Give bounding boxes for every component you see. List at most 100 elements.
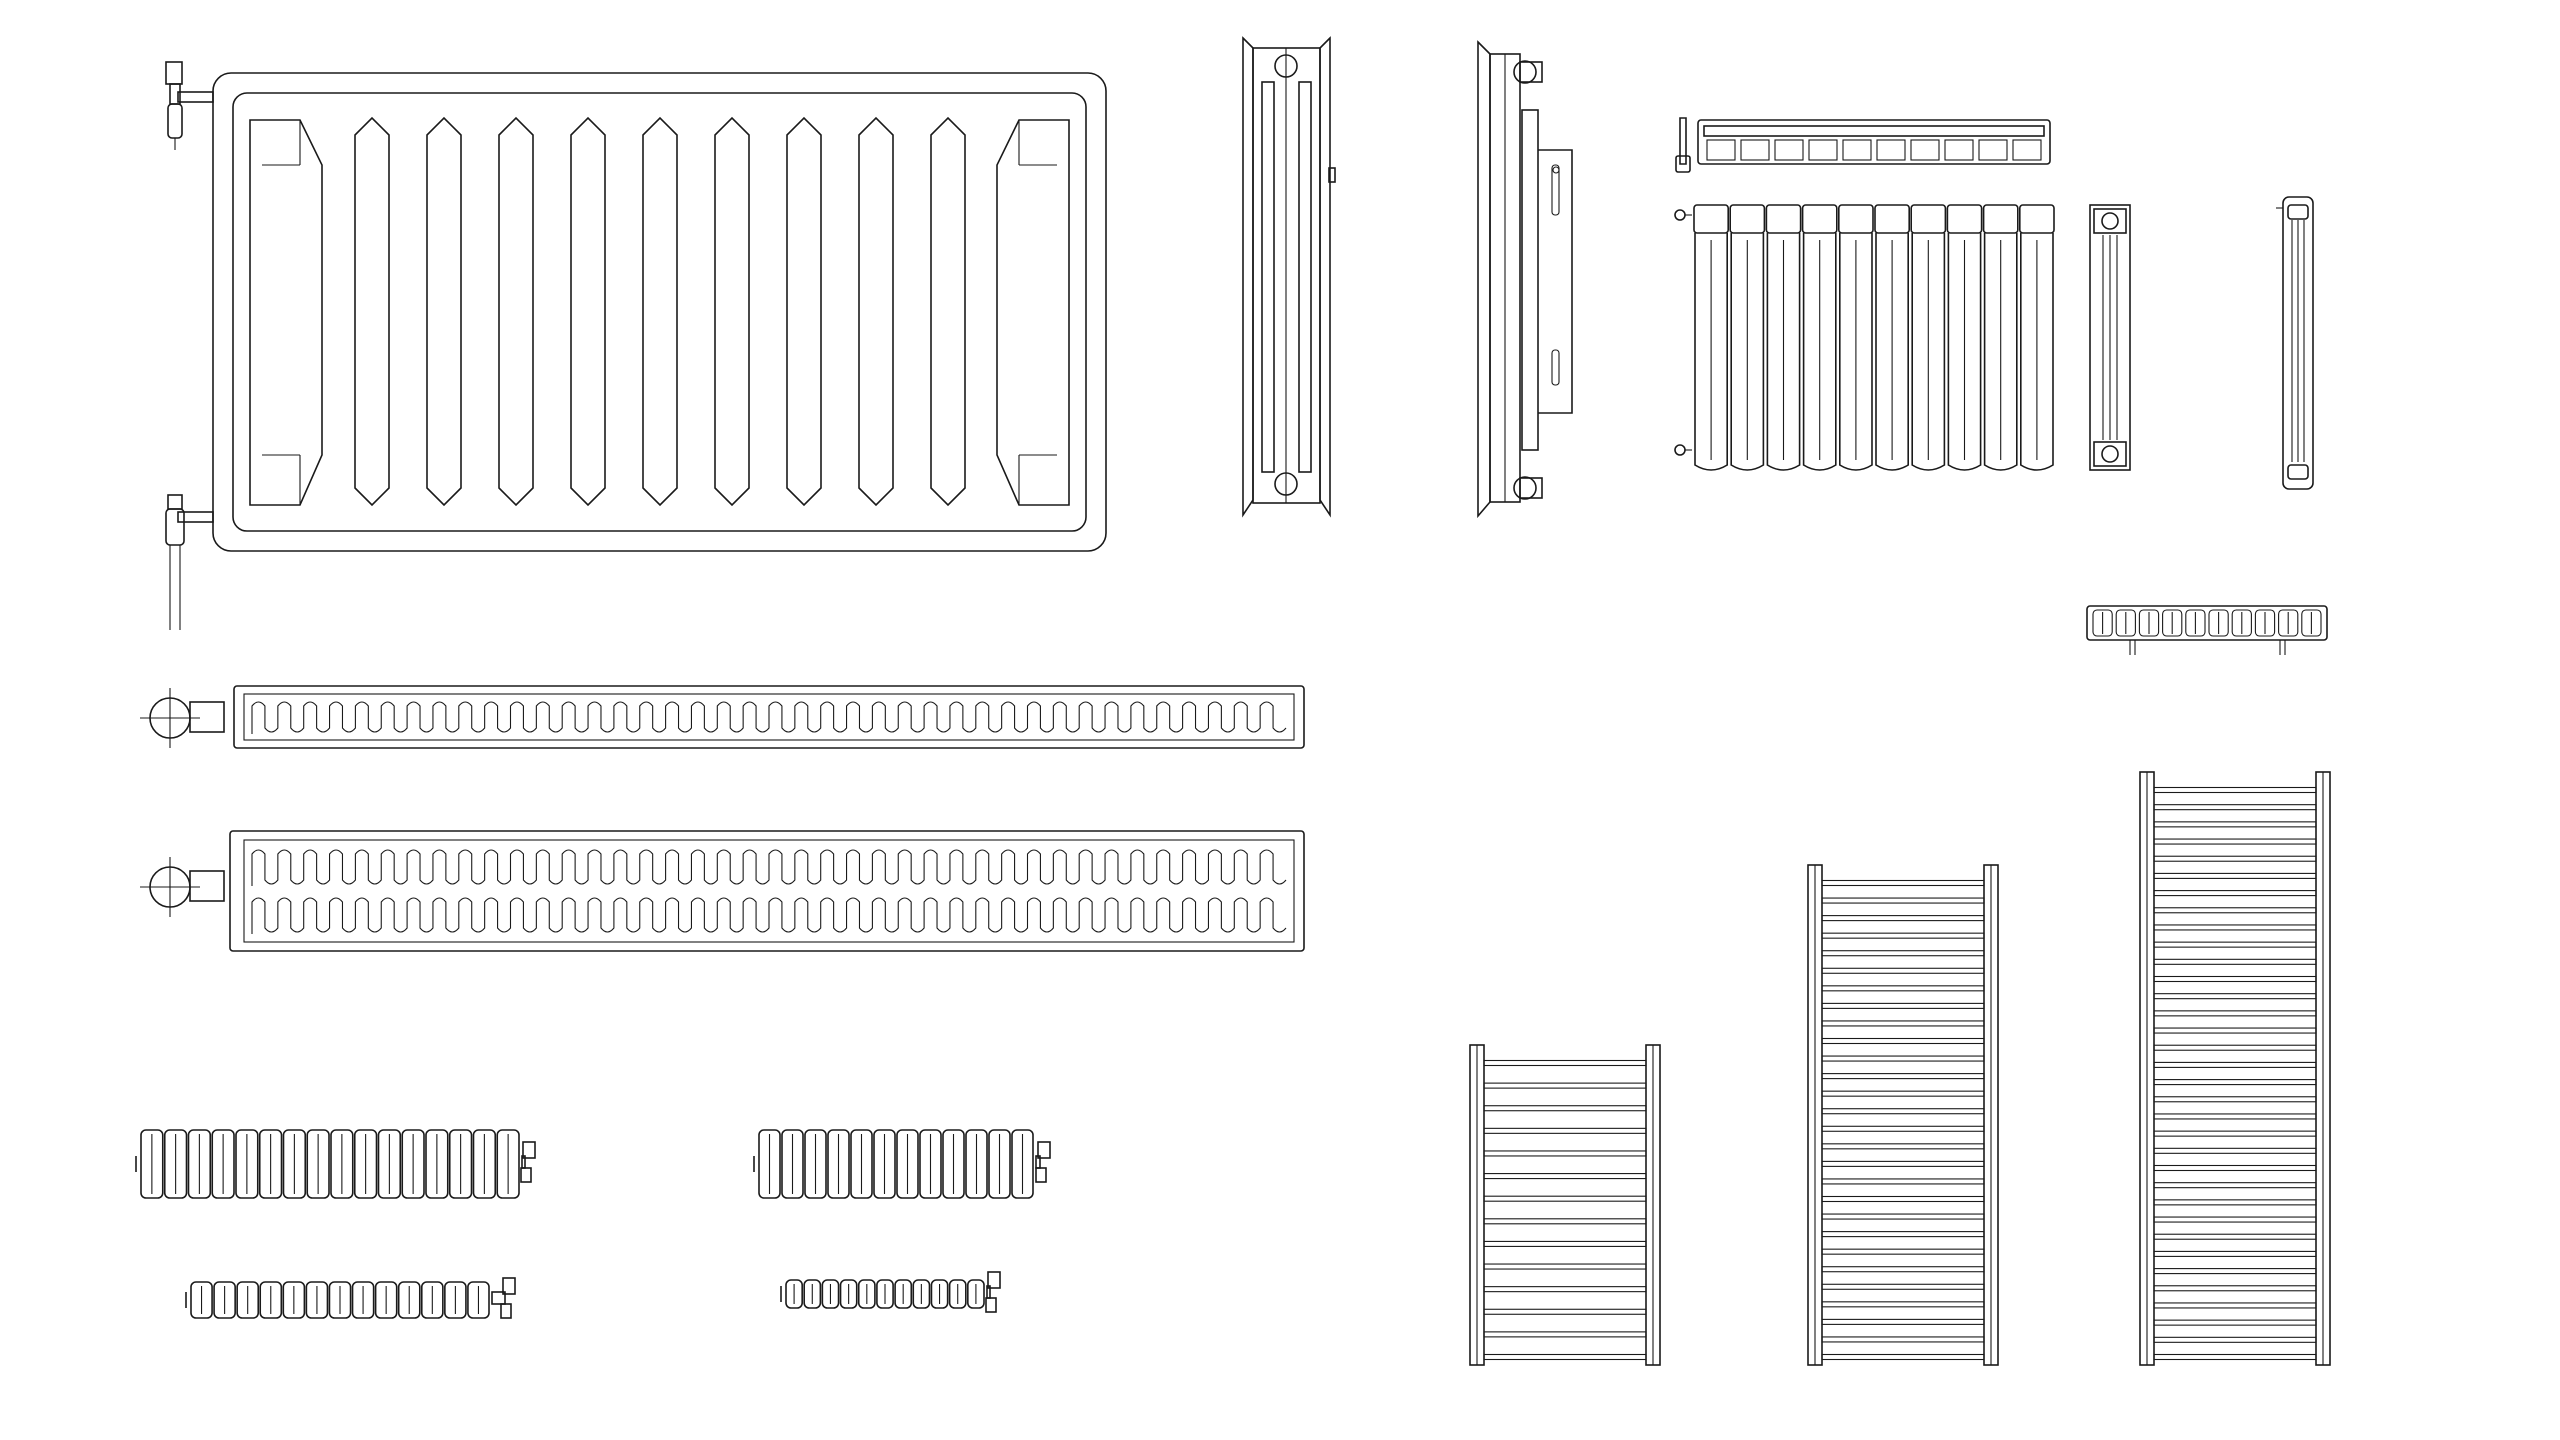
towel-rail-rung [2153, 1010, 2317, 1017]
column-section [472, 1129, 497, 1199]
section-cell [1944, 139, 1974, 161]
column-section [850, 1129, 873, 1199]
section-header [1946, 204, 1983, 234]
towel-rail-rung [1821, 950, 1985, 957]
towel-rail-rung [1821, 985, 1985, 992]
panel-radiator-side-view [1242, 36, 1336, 518]
section-cell [1842, 139, 1872, 161]
towel-rail [1469, 1044, 1661, 1366]
towel-rail-rung [1483, 1218, 1647, 1225]
towel-rail-rung [1483, 1263, 1647, 1270]
towel-rail-rung [1821, 1020, 1985, 1027]
column-radiator-top-views [135, 1129, 1051, 1319]
towel-rail-rung [1483, 1082, 1647, 1089]
towel-rail-rung [1821, 1090, 1985, 1097]
column-section [804, 1129, 827, 1199]
towel-rail-rung [2153, 855, 2317, 862]
section-body [1766, 233, 1801, 471]
column-section [2138, 609, 2160, 637]
towel-rail-rung [1821, 1178, 1985, 1185]
column-section [2162, 609, 2183, 637]
panel-fin [714, 116, 750, 507]
column-section [2185, 609, 2206, 637]
column-section [2254, 609, 2276, 637]
column-section [2231, 609, 2252, 637]
column-section [282, 1129, 307, 1199]
towel-rail-rung [2153, 1268, 2317, 1275]
panel-fin [930, 116, 966, 507]
column-section [781, 1129, 804, 1199]
section-cell [1774, 139, 1804, 161]
column-section [163, 1129, 188, 1199]
towel-rail-rung [2153, 1233, 2317, 1240]
towel-rail-rung [1483, 1105, 1647, 1112]
towel-rail-rung [2153, 941, 2317, 948]
section-cell [1876, 139, 1906, 161]
column-section [425, 1129, 449, 1199]
column-section [282, 1281, 306, 1319]
section-body [1839, 233, 1873, 471]
towel-rail-rung [2153, 1164, 2317, 1172]
section-cell [1978, 139, 2008, 161]
towel-rail-rung [2153, 786, 2317, 794]
column-radiator-top-view [753, 1129, 1051, 1199]
radiator-valve [1035, 1141, 1051, 1183]
panel-end-fin-right [996, 119, 1070, 506]
column-section [948, 1279, 967, 1309]
column-section [873, 1129, 896, 1199]
panel-fin [354, 116, 390, 507]
column-section [988, 1129, 1011, 1199]
column-section [444, 1281, 467, 1319]
section-header [1838, 204, 1874, 234]
column-radiator-top-view [135, 1129, 536, 1199]
section-header [1982, 204, 2019, 234]
towel-rail-rung [2153, 1216, 2317, 1223]
panel-fin [426, 116, 462, 507]
column-section [2301, 609, 2322, 637]
section-header [1910, 204, 1947, 234]
towel-rail-rung [1821, 1318, 1985, 1325]
panel-fin [498, 116, 534, 507]
section-header [1801, 204, 1838, 234]
section-header [1729, 204, 1766, 234]
section-cell [2012, 139, 2042, 161]
towel-rail-rung [1483, 1331, 1647, 1338]
column-section [330, 1129, 354, 1199]
towel-rail-rung [2153, 958, 2317, 965]
towel-rail-rung [1483, 1059, 1647, 1067]
column-section [894, 1279, 913, 1309]
column-section [821, 1279, 840, 1309]
column-section [259, 1281, 283, 1319]
column-section [896, 1129, 919, 1199]
towel-rail-rung [1821, 1336, 1985, 1343]
towel-rail-rung [1821, 1248, 1985, 1255]
column-radiator-top-view-small [2086, 605, 2328, 655]
convector-fins [251, 701, 1287, 734]
column-section [467, 1281, 490, 1319]
towel-rail-rung [1821, 1283, 1985, 1290]
column-section [839, 1279, 858, 1309]
towel-rail-rung [1821, 932, 1985, 939]
column-section [420, 1281, 444, 1319]
section-body [2020, 233, 2054, 471]
towel-rail-rung [1483, 1286, 1647, 1293]
towel-rail-rung [2153, 975, 2317, 983]
towel-rail-rung [1821, 1073, 1985, 1080]
column-section [187, 1129, 212, 1199]
towel-rail-rung [2153, 924, 2317, 931]
radiator-valve [491, 1277, 516, 1319]
towel-rail-rung [2153, 1285, 2317, 1292]
towel-rail-rung [1483, 1308, 1647, 1315]
panel-end-fin-left [249, 119, 323, 506]
towel-rail [1807, 864, 1999, 1366]
section-body [1911, 233, 1946, 471]
towel-rail-rung [2153, 1353, 2317, 1361]
radiator-valve [520, 1141, 536, 1183]
towel-rail-rung [2153, 804, 2317, 811]
column-section [2092, 609, 2113, 637]
convector-fins [251, 849, 1287, 886]
towel-rail-rung [1483, 1173, 1647, 1180]
section-cell [1706, 139, 1736, 161]
